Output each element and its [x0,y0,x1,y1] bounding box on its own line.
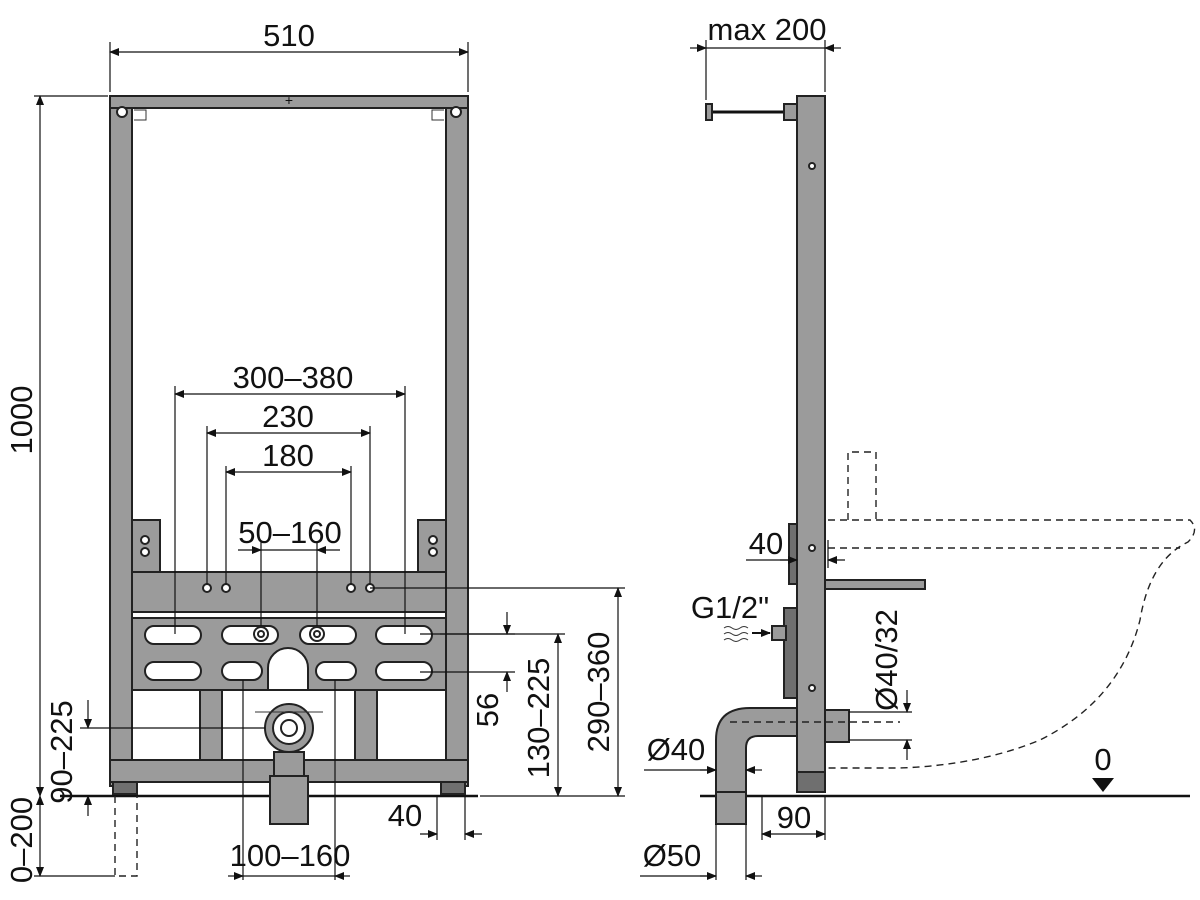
right-foot [440,781,466,795]
dim-height-290-360: 290–360 [581,632,616,753]
drain-cutout [267,647,309,691]
fitting-crossbar [131,571,447,613]
top-right-bracket [431,109,444,121]
top-right-mount-hole [450,106,462,118]
dim-spacing-50-160: 50–160 [238,515,341,550]
right-upright [445,95,469,787]
inner-right-post [354,689,378,761]
top-left-bracket [134,109,147,121]
dim-pipe-50: Ø50 [643,838,702,873]
right-wing-bracket [417,519,447,573]
dim-spacing-180: 180 [262,438,314,473]
dim-height-130-225: 130–225 [521,658,556,779]
thread-g1-2-label: G1/2" [691,590,769,625]
left-wing-bracket [131,519,161,573]
floor-level-marker [1092,778,1114,792]
dim-offset-40: 40 [388,798,422,833]
drain-elbow [715,707,900,825]
dim-height-56: 56 [470,693,505,727]
dim-spacing-300-380: 300–380 [233,360,354,395]
left-upright [109,95,133,787]
dim-leg-0-200: 0–200 [4,797,39,883]
dim-width-510: 510 [263,18,315,53]
dim-pipe-40-32: Ø40/32 [869,609,904,711]
dim-spacing-230: 230 [262,399,314,434]
inner-left-post [199,689,223,761]
dim-thickness-40: 40 [749,526,783,561]
drain-fitting [255,703,323,825]
left-foot [112,781,138,795]
bidet-outline [828,519,1196,769]
center-mark: + [285,92,293,108]
water-inlet [723,607,798,699]
top-left-mount-hole [116,106,128,118]
dim-depth-90: 90 [777,800,811,835]
floor-zero-label: 0 [1094,742,1111,777]
side-upright [796,95,826,787]
dim-height-90-225: 90–225 [44,700,79,803]
front-view: + [4,18,625,883]
extended-leg-outline [114,796,138,877]
top-crossbar [109,95,469,109]
dim-spacing-100-160: 100–160 [230,838,351,873]
dim-depth-max-200: max 200 [708,12,827,47]
side-view: max 200 40 G1/2" Ø40/32 Ø40 Ø50 90 [640,12,1196,880]
dim-pipe-40: Ø40 [647,732,706,767]
dim-height-1000: 1000 [4,386,39,455]
